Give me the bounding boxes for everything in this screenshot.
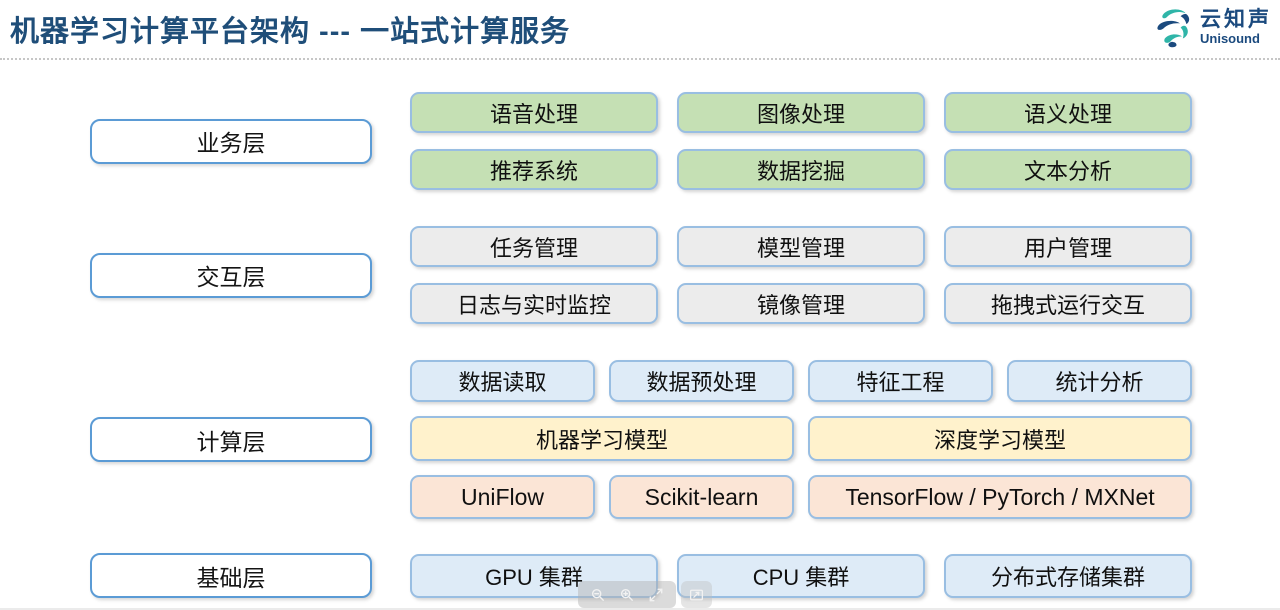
layer-business-boxes: 语音处理 图像处理 语义处理 推荐系统 数据挖掘 文本分析	[410, 92, 1192, 190]
module-box: 深度学习模型	[808, 416, 1192, 461]
layer-interaction-boxes: 任务管理 模型管理 用户管理 日志与实时监控 镜像管理 拖拽式运行交互	[410, 226, 1192, 324]
layer-interaction: 交互层 任务管理 模型管理 用户管理 日志与实时监控 镜像管理 拖拽式运行交互	[90, 226, 1192, 324]
module-box: GPU 集群	[410, 553, 658, 598]
module-box: 图像处理	[677, 92, 925, 133]
module-box: CPU 集群	[677, 553, 925, 598]
zoom-out-icon[interactable]	[591, 588, 605, 602]
module-box: 推荐系统	[410, 149, 658, 190]
module-box: 数据预处理	[609, 360, 794, 402]
layer-infrastructure: 基础层 GPU 集群 CPU 集群 分布式存储集群	[90, 553, 1192, 598]
zoom-in-icon[interactable]	[620, 588, 634, 602]
unisound-logo: 云知声 Unisound	[1149, 4, 1272, 50]
slide-header: 机器学习计算平台架构 --- 一站式计算服务 云知声 Unisound	[0, 0, 1280, 60]
module-box: 语音处理	[410, 92, 658, 133]
module-box: 数据挖掘	[677, 149, 925, 190]
module-box: 文本分析	[944, 149, 1192, 190]
layer-label-interaction: 交互层	[90, 252, 372, 298]
module-box: Scikit-learn	[609, 475, 794, 519]
module-box: 用户管理	[944, 226, 1192, 267]
module-box: 日志与实时监控	[410, 283, 658, 324]
architecture-diagram: 业务层 语音处理 图像处理 语义处理 推荐系统 数据挖掘 文本分析 交互层 任务…	[90, 92, 1192, 598]
layer-infrastructure-boxes: GPU 集群 CPU 集群 分布式存储集群	[410, 553, 1192, 598]
module-box: TensorFlow / PyTorch / MXNet	[808, 475, 1192, 519]
computing-row-models: 机器学习模型 深度学习模型	[410, 416, 1192, 461]
layer-computing: 计算层 数据读取 数据预处理 特征工程 统计分析 机器学习模型 深度学习模型 U…	[90, 360, 1192, 519]
page-title: 机器学习计算平台架构 --- 一站式计算服务	[10, 16, 571, 48]
module-box: UniFlow	[410, 475, 595, 519]
logo-en-text: Unisound	[1200, 31, 1260, 46]
module-box: 语义处理	[944, 92, 1192, 133]
layer-label-business: 业务层	[90, 118, 372, 164]
module-box: 统计分析	[1007, 360, 1192, 402]
module-box: 镜像管理	[677, 283, 925, 324]
module-box: 拖拽式运行交互	[944, 283, 1192, 324]
module-box: 模型管理	[677, 226, 925, 267]
unisound-logo-icon	[1157, 9, 1190, 48]
computing-row-frameworks: UniFlow Scikit-learn TensorFlow / PyTorc…	[410, 475, 1192, 519]
slide-bottom-edge	[0, 608, 1280, 610]
logo-cn-text: 云知声	[1200, 8, 1272, 31]
module-box: 数据读取	[410, 360, 595, 402]
layer-label-infrastructure: 基础层	[90, 553, 372, 598]
image-viewer-toolbar	[578, 581, 712, 608]
module-box: 分布式存储集群	[944, 553, 1192, 598]
module-box: 机器学习模型	[410, 416, 794, 461]
module-box: 任务管理	[410, 226, 658, 267]
layer-computing-boxes: 数据读取 数据预处理 特征工程 统计分析 机器学习模型 深度学习模型 UniFl…	[410, 360, 1192, 519]
preview-image-icon[interactable]	[689, 588, 704, 602]
layer-label-computing: 计算层	[90, 417, 372, 462]
viewer-zoom-controls	[578, 581, 676, 608]
viewer-preview-control	[681, 581, 712, 608]
layer-business: 业务层 语音处理 图像处理 语义处理 推荐系统 数据挖掘 文本分析	[90, 92, 1192, 190]
module-box: 特征工程	[808, 360, 993, 402]
fullscreen-icon[interactable]	[649, 588, 663, 602]
logo-text: 云知声 Unisound	[1200, 9, 1272, 45]
computing-row-data: 数据读取 数据预处理 特征工程 统计分析	[410, 360, 1192, 402]
